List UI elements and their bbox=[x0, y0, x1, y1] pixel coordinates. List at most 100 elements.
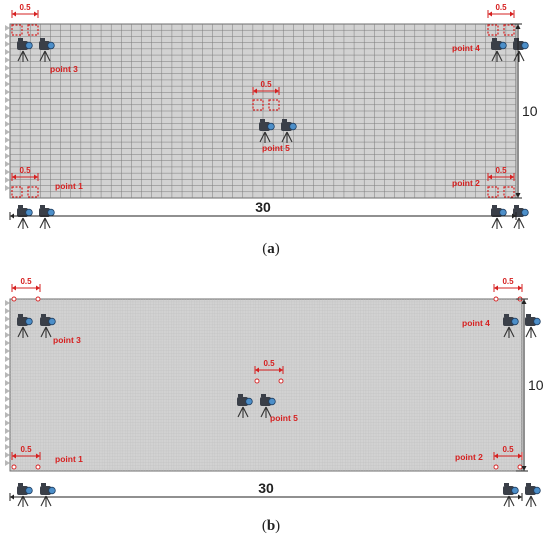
tripod-leg bbox=[45, 495, 52, 507]
camera-on-tripod-icon bbox=[503, 314, 519, 338]
camera-top bbox=[18, 483, 23, 486]
measurement-marker bbox=[493, 296, 499, 302]
caption-b-close: ) bbox=[275, 518, 281, 534]
tripod-leg bbox=[45, 326, 52, 338]
tripod-leg bbox=[530, 495, 537, 507]
camera-on-tripod-icon bbox=[39, 38, 55, 62]
camera-lens bbox=[499, 41, 507, 50]
arrow-head bbox=[279, 367, 283, 373]
camera-on-tripod-icon bbox=[513, 38, 529, 62]
measurement-marker bbox=[35, 296, 41, 302]
tripod-leg bbox=[513, 217, 520, 229]
arrow-head bbox=[488, 11, 492, 17]
camera-on-tripod-icon bbox=[17, 314, 33, 338]
camera-on-tripod-icon bbox=[491, 38, 507, 62]
point-2-label: point 2 bbox=[455, 452, 483, 462]
tripod-leg bbox=[491, 50, 498, 62]
roller-support-triangle-icon bbox=[5, 460, 10, 466]
measurement-marker bbox=[487, 24, 499, 36]
tripod-leg bbox=[17, 50, 24, 62]
arrow-head bbox=[36, 453, 40, 459]
roller-support-triangle-icon bbox=[5, 33, 10, 39]
camera-top bbox=[40, 38, 45, 41]
roller-support-triangle-icon bbox=[5, 137, 10, 143]
mesh-grid bbox=[10, 24, 516, 198]
point-5-label: point 5 bbox=[270, 413, 298, 423]
roller-support-triangle-icon bbox=[5, 436, 10, 442]
spacing-dimension: 0.5 bbox=[487, 166, 515, 181]
roller-support-triangle-icon bbox=[5, 364, 10, 370]
roller-support-triangle-icon bbox=[5, 332, 10, 338]
height-dimension: 10 bbox=[510, 23, 538, 199]
caption-b: (b) bbox=[241, 518, 301, 535]
camera-lens bbox=[25, 208, 33, 217]
camera-body bbox=[237, 397, 248, 406]
marker-pair-point-2: 0.5 bbox=[487, 166, 515, 198]
camera-top bbox=[41, 314, 46, 317]
tripod-leg bbox=[518, 50, 525, 62]
camera-body bbox=[40, 317, 51, 326]
arrow-head bbox=[521, 299, 527, 304]
camera-lens bbox=[25, 486, 33, 495]
tripod-leg bbox=[508, 495, 515, 507]
roller-support-triangle-icon bbox=[5, 49, 10, 55]
arrow-head bbox=[34, 11, 38, 17]
camera-top bbox=[18, 314, 23, 317]
marker-pair-point-5: 0.5 bbox=[254, 359, 284, 384]
measurement-marker bbox=[254, 378, 260, 384]
camera-on-tripod-icon bbox=[513, 205, 529, 229]
roller-support-triangle-icon bbox=[5, 97, 10, 103]
measurement-marker bbox=[35, 464, 41, 470]
roller-support-triangle-icon bbox=[5, 372, 10, 378]
camera-body bbox=[40, 486, 51, 495]
left-supports bbox=[5, 25, 10, 191]
measurement-marker bbox=[517, 464, 523, 470]
point-3-label: point 3 bbox=[53, 335, 81, 345]
arrow-head bbox=[510, 11, 514, 17]
arrow-head bbox=[521, 466, 527, 471]
roller-support-triangle-icon bbox=[5, 57, 10, 63]
tripod-leg bbox=[237, 406, 244, 418]
roller-support-triangle-icon bbox=[5, 121, 10, 127]
tripod-leg bbox=[503, 326, 510, 338]
measurement-marker bbox=[11, 24, 23, 36]
camera-body bbox=[503, 486, 514, 495]
tripod-leg bbox=[525, 495, 532, 507]
dimension-label: 10 bbox=[522, 103, 538, 119]
measurement-marker bbox=[27, 186, 39, 198]
dimension-label: 0.5 bbox=[263, 359, 275, 368]
dimension-label: 30 bbox=[255, 199, 271, 215]
roller-support-triangle-icon bbox=[5, 41, 10, 47]
point-1-label: point 1 bbox=[55, 454, 83, 464]
measurement-marker bbox=[503, 186, 515, 198]
camera-lens bbox=[47, 208, 55, 217]
spacing-dimension: 0.5 bbox=[11, 445, 41, 460]
camera-body bbox=[259, 122, 270, 131]
arrow-head bbox=[518, 285, 522, 291]
roller-support-triangle-icon bbox=[5, 420, 10, 426]
camera-on-tripod-icon bbox=[525, 314, 541, 338]
arrow-head bbox=[494, 285, 498, 291]
camera-lens bbox=[533, 486, 541, 495]
marker-pair-point-3: 0.5 bbox=[11, 277, 41, 302]
camera-body bbox=[39, 41, 50, 50]
measurement-marker bbox=[252, 99, 264, 111]
camera-body bbox=[17, 208, 28, 217]
tripod-leg bbox=[22, 50, 29, 62]
camera-body bbox=[260, 397, 271, 406]
arrow-head bbox=[12, 174, 16, 180]
arrow-head bbox=[10, 213, 14, 219]
measurement-marker bbox=[11, 186, 23, 198]
length-dimension: 30 bbox=[9, 480, 523, 501]
dimension-label: 0.5 bbox=[502, 445, 514, 454]
camera-on-tripod-icon bbox=[281, 119, 297, 143]
camera-body bbox=[491, 208, 502, 217]
camera-top bbox=[282, 119, 287, 122]
arrow-head bbox=[518, 494, 522, 500]
tripod-leg bbox=[264, 131, 271, 143]
camera-body bbox=[525, 486, 536, 495]
arrow-head bbox=[510, 174, 514, 180]
roller-support-triangle-icon bbox=[5, 316, 10, 322]
measurement-marker bbox=[487, 186, 499, 198]
